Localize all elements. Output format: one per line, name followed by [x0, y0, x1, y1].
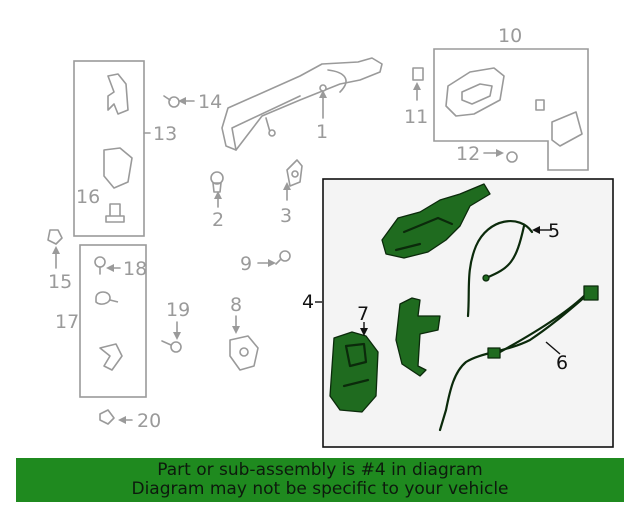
part-6-cable [438, 285, 599, 432]
part-16-bolt [105, 203, 125, 223]
callout-4: 4 [302, 291, 314, 313]
callout-14: 14 [198, 91, 222, 113]
part-4-bracket [395, 297, 441, 377]
part-4-handle-frame [381, 183, 491, 259]
part-18-screw [94, 256, 106, 275]
part-3-clip [286, 159, 303, 187]
part-13-bracket [103, 73, 133, 189]
part-10-inside-handle [445, 67, 583, 147]
callout-8: 8 [230, 294, 242, 316]
callout-17: 17 [55, 311, 79, 333]
part-8-cover [229, 335, 259, 371]
callout-18: 18 [123, 258, 147, 280]
callout-1: 1 [316, 121, 328, 143]
part-11-clip [412, 67, 424, 81]
part-14-screw [163, 95, 180, 108]
part-12-screw [506, 151, 518, 163]
callout-12: 12 [456, 143, 480, 165]
part-15-clip [47, 229, 63, 245]
group-box-10 [433, 48, 589, 171]
callout-7: 7 [357, 303, 369, 325]
info-banner: Part or sub-assembly is #4 in diagram Di… [16, 458, 624, 502]
callout-11: 11 [404, 106, 428, 128]
part-2-screw [210, 171, 224, 193]
part-9-screw [275, 250, 291, 265]
callout-15: 15 [48, 271, 72, 293]
callout-5: 5 [548, 220, 560, 242]
part-5-cable [466, 219, 534, 318]
part-17-retainer [95, 291, 123, 371]
callout-16: 16 [76, 186, 100, 208]
part-20-nut [99, 409, 115, 425]
callout-6: 6 [556, 352, 568, 374]
part-19-screw [161, 340, 182, 353]
callout-3: 3 [280, 205, 292, 227]
banner-line-2: Diagram may not be specific to your vehi… [131, 479, 509, 499]
callout-2: 2 [212, 209, 224, 231]
banner-line-1: Part or sub-assembly is #4 in diagram [157, 460, 483, 480]
callout-20: 20 [137, 410, 161, 432]
group-box-17 [79, 244, 147, 398]
callout-13: 13 [153, 123, 177, 145]
part-1-outside-handle [221, 57, 383, 151]
callout-19: 19 [166, 299, 190, 321]
part-7-latch [329, 331, 379, 413]
callout-9: 9 [240, 253, 252, 275]
callout-10: 10 [498, 25, 522, 47]
group-box-13 [73, 60, 145, 237]
